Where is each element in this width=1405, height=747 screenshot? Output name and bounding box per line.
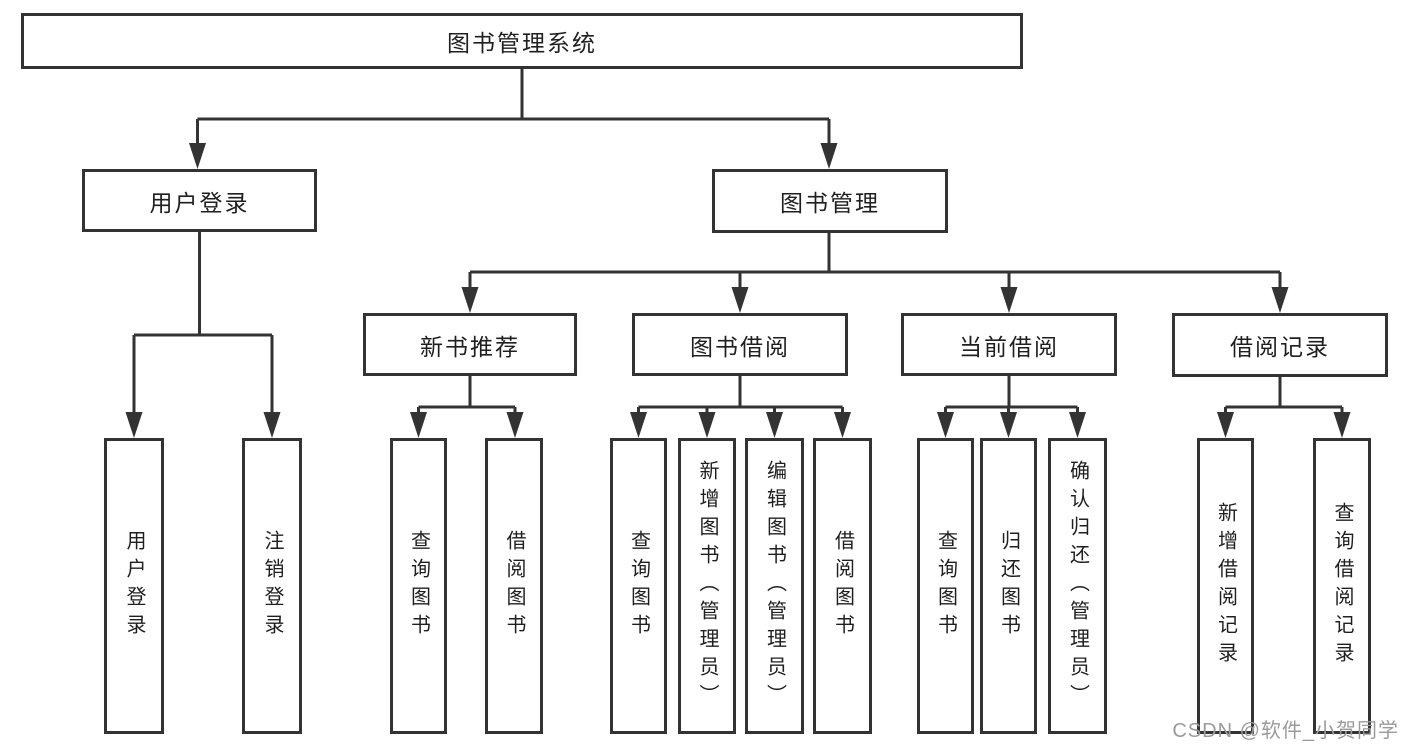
node-current-borrowing: 当前借阅: [901, 313, 1117, 376]
node-book-management-label: 图书管理: [780, 190, 880, 216]
leaf-current-query-books-label: 查询图书: [934, 530, 957, 642]
leaf-borrowing-query-books: 查询图书: [610, 438, 667, 734]
leaf-recommend-borrow-books-label: 借阅图书: [503, 530, 525, 642]
leaf-edit-book-admin: 编辑图书（管理员）: [745, 438, 804, 734]
leaf-borrowing-borrow-books-label: 借阅图书: [831, 530, 854, 642]
node-book-borrowing: 图书借阅: [632, 313, 848, 376]
node-book-management: 图书管理: [712, 169, 948, 233]
node-new-book-recommend: 新书推荐: [363, 313, 577, 376]
leaf-logout: 注销登录: [242, 438, 302, 734]
leaf-logout-label: 注销登录: [261, 530, 283, 642]
node-user-login-label: 用户登录: [149, 189, 250, 216]
leaf-query-borrow-record-label: 查询借阅记录: [1331, 502, 1353, 670]
leaf-edit-book-admin-label: 编辑图书（管理员）: [763, 460, 786, 712]
node-current-borrowing-label: 当前借阅: [959, 333, 1059, 360]
leaf-user-login: 用户登录: [104, 438, 164, 734]
csdn-watermark: CSDN @软件_小贺同学: [1172, 720, 1399, 742]
leaf-confirm-return-admin-label: 确认归还（管理员）: [1066, 460, 1089, 712]
node-borrowing-records: 借阅记录: [1172, 313, 1388, 377]
node-root: 图书管理系统: [21, 13, 1023, 69]
leaf-return-book-label: 归还图书: [997, 530, 1020, 642]
leaf-borrowing-query-books-label: 查询图书: [627, 530, 650, 642]
leaf-current-query-books: 查询图书: [917, 438, 974, 734]
leaf-recommend-query-books-label: 查询图书: [407, 530, 430, 642]
node-root-label: 图书管理系统: [447, 30, 597, 56]
node-user-login: 用户登录: [82, 169, 317, 232]
leaf-add-borrow-record: 新增借阅记录: [1197, 438, 1254, 734]
leaf-recommend-borrow-books: 借阅图书: [485, 438, 543, 734]
leaf-query-borrow-record: 查询借阅记录: [1313, 438, 1371, 734]
leaf-borrowing-borrow-books: 借阅图书: [813, 438, 872, 734]
leaf-add-book-admin-label: 新增图书（管理员）: [696, 460, 718, 712]
leaf-recommend-query-books: 查询图书: [390, 438, 447, 734]
leaf-confirm-return-admin: 确认归还（管理员）: [1048, 438, 1107, 734]
leaf-add-borrow-record-label: 新增借阅记录: [1214, 502, 1237, 670]
node-borrowing-records-label: 借阅记录: [1230, 334, 1330, 360]
node-new-book-recommend-label: 新书推荐: [420, 333, 520, 360]
leaf-user-login-label: 用户登录: [123, 530, 145, 642]
node-book-borrowing-label: 图书借阅: [690, 333, 790, 360]
leaf-add-book-admin: 新增图书（管理员）: [678, 438, 736, 734]
leaf-return-book: 归还图书: [980, 438, 1037, 734]
